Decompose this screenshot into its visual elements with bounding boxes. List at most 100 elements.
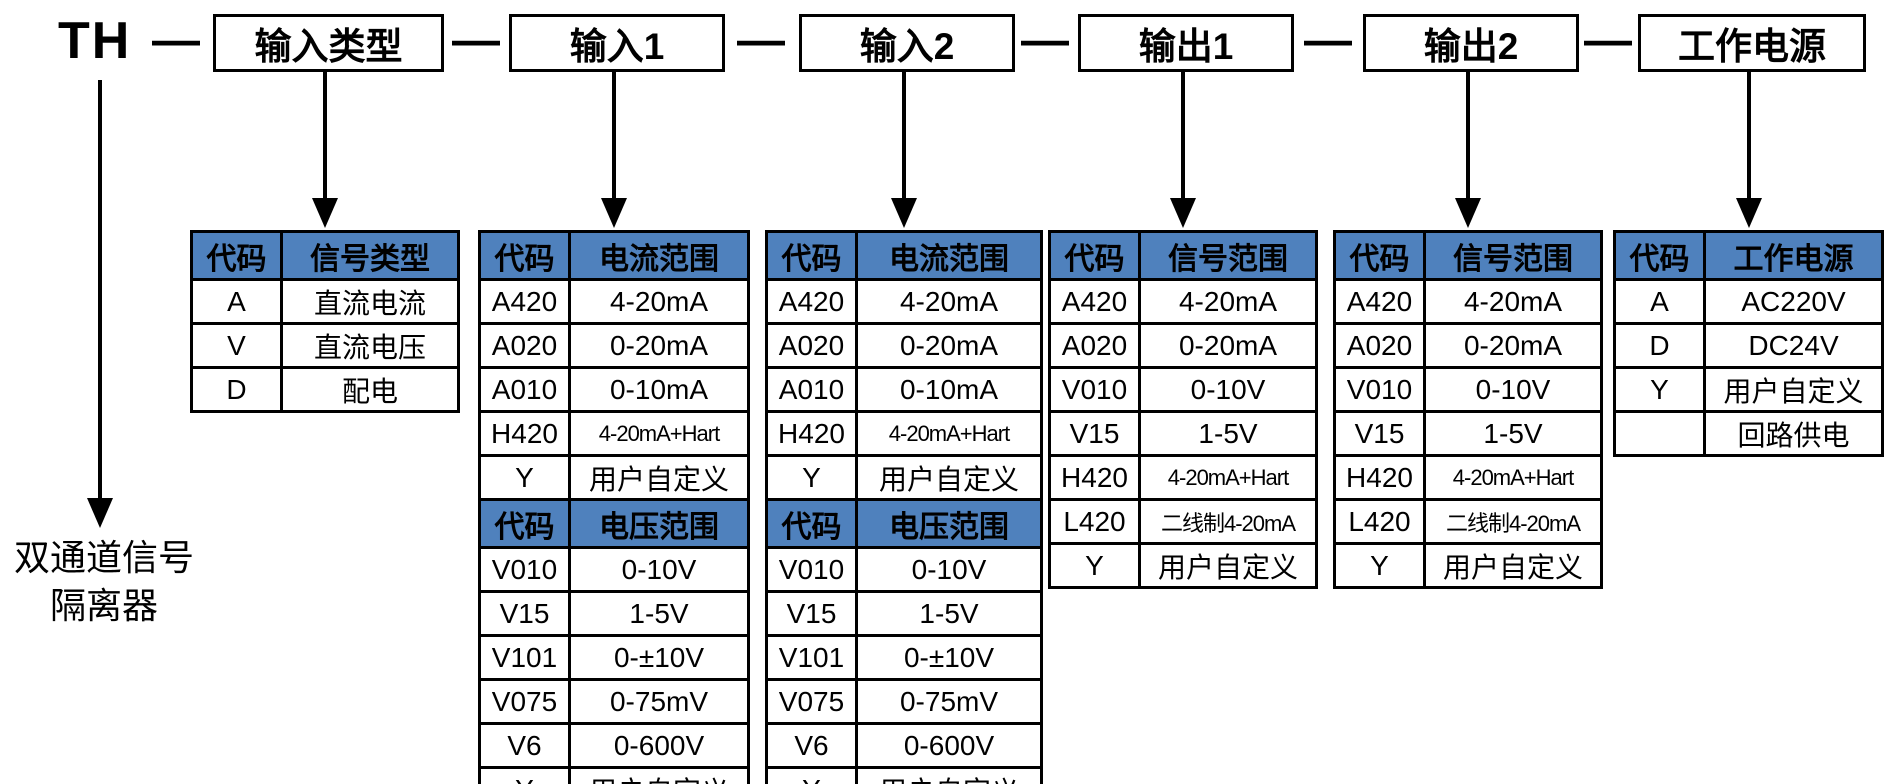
value-cell: 1-5V bbox=[855, 590, 1043, 637]
value-cell: 4-20mA+Hart bbox=[568, 410, 750, 457]
value-cell: 0-±10V bbox=[568, 634, 750, 681]
table-header-row: 代码信号范围 bbox=[1048, 230, 1318, 281]
table-row: 回路供电 bbox=[1613, 410, 1884, 457]
arrow-line-output2 bbox=[1466, 72, 1470, 200]
arrow-line-model-prefix bbox=[98, 80, 102, 500]
value-cell: 直流电流 bbox=[280, 278, 460, 325]
value-cell: 用户自定义 bbox=[1138, 542, 1318, 589]
range-column-header: 电压范围 bbox=[568, 498, 750, 549]
code-cell: V010 bbox=[765, 546, 858, 593]
code-cell: A420 bbox=[765, 278, 858, 325]
value-cell: 用户自定义 bbox=[1423, 542, 1603, 589]
code-cell: A020 bbox=[478, 322, 571, 369]
product-description-line1: 双通道信号 bbox=[13, 537, 194, 578]
code-cell: H420 bbox=[1333, 454, 1426, 501]
code-column-header: 代码 bbox=[1613, 230, 1706, 281]
value-cell: 4-20mA bbox=[1423, 278, 1603, 325]
code-column-header: 代码 bbox=[478, 498, 571, 549]
code-cell bbox=[1613, 410, 1706, 457]
value-cell: 0-10mA bbox=[568, 366, 750, 413]
code-cell: V010 bbox=[1048, 366, 1141, 413]
code-cell: V010 bbox=[478, 546, 571, 593]
arrow-head-input-type bbox=[312, 198, 338, 228]
value-cell: 4-20mA+Hart bbox=[855, 410, 1043, 457]
value-cell: 0-10V bbox=[1423, 366, 1603, 413]
code-cell: H420 bbox=[765, 410, 858, 457]
value-cell: 0-75mV bbox=[568, 678, 750, 725]
value-cell: 1-5V bbox=[1423, 410, 1603, 457]
range-column-header: 工作电源 bbox=[1703, 230, 1884, 281]
code-cell: D bbox=[1613, 322, 1706, 369]
value-cell: 0-600V bbox=[855, 722, 1043, 769]
value-cell: 0-75mV bbox=[855, 678, 1043, 725]
value-cell: 0-10mA bbox=[855, 366, 1043, 413]
value-cell: 直流电压 bbox=[280, 322, 460, 369]
value-cell: 4-20mA bbox=[1138, 278, 1318, 325]
value-cell: DC24V bbox=[1703, 322, 1884, 369]
value-cell: 4-20mA+Hart bbox=[1423, 454, 1603, 501]
code-separator-dash: — bbox=[1584, 14, 1632, 67]
code-cell: D bbox=[190, 366, 283, 413]
value-cell: 0-10V bbox=[568, 546, 750, 593]
value-cell: 回路供电 bbox=[1703, 410, 1884, 457]
code-cell: A420 bbox=[1333, 278, 1426, 325]
range-column-header: 信号范围 bbox=[1138, 230, 1318, 281]
value-cell: 用户自定义 bbox=[568, 454, 750, 501]
code-cell: V6 bbox=[478, 722, 571, 769]
arrow-line-power-supply bbox=[1747, 72, 1751, 200]
code-cell: L420 bbox=[1048, 498, 1141, 545]
code-cell: V075 bbox=[765, 678, 858, 725]
value-cell: 用户自定义 bbox=[855, 454, 1043, 501]
table-header-row: 代码工作电源 bbox=[1613, 230, 1884, 281]
value-cell: 0-10V bbox=[855, 546, 1043, 593]
code-cell: V bbox=[190, 322, 283, 369]
value-cell: 用户自定义 bbox=[855, 766, 1043, 784]
value-cell: 0-20mA bbox=[568, 322, 750, 369]
table-header-row: 代码信号类型 bbox=[190, 230, 460, 281]
code-cell: Y bbox=[765, 454, 858, 501]
value-cell: 二线制4-20mA bbox=[1423, 498, 1603, 545]
value-cell: 用户自定义 bbox=[1703, 366, 1884, 413]
code-cell: V101 bbox=[478, 634, 571, 681]
value-cell: 4-20mA bbox=[855, 278, 1043, 325]
arrow-head-output1 bbox=[1170, 198, 1196, 228]
table-header-row: 代码电压范围 bbox=[765, 498, 1043, 549]
product-description: 双通道信号 隔离器 bbox=[8, 534, 200, 629]
arrow-head-power-supply bbox=[1736, 198, 1762, 228]
code-cell: V15 bbox=[1333, 410, 1426, 457]
code-cell: A bbox=[1613, 278, 1706, 325]
code-cell: H420 bbox=[1048, 454, 1141, 501]
header-box-power-supply: 工作电源 bbox=[1638, 14, 1866, 72]
value-cell: 4-20mA bbox=[568, 278, 750, 325]
code-cell: L420 bbox=[1333, 498, 1426, 545]
arrow-line-input1 bbox=[612, 72, 616, 200]
